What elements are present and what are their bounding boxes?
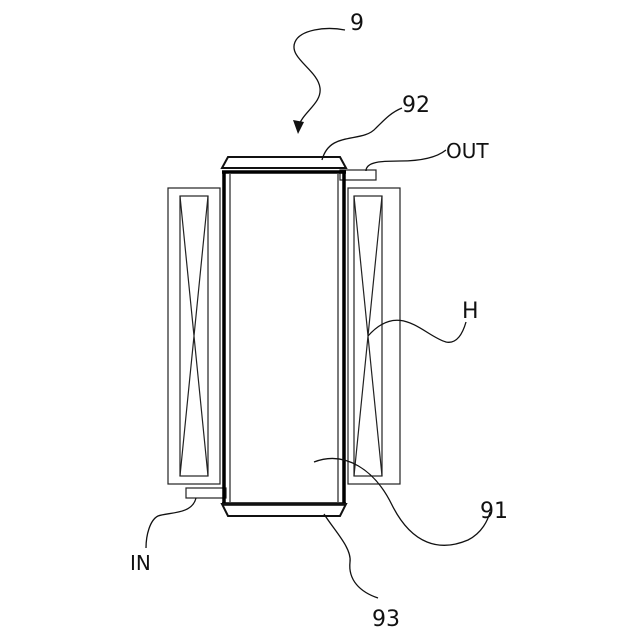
leader-outlet <box>366 150 446 171</box>
leader-heater <box>368 320 466 342</box>
leader-lines <box>146 29 490 599</box>
inlet-pipe <box>186 488 226 498</box>
label-body: 91 <box>480 499 508 524</box>
leader-device <box>294 29 345 129</box>
heater-right <box>348 188 400 484</box>
label-heater: H <box>462 299 479 324</box>
leader-inlet <box>146 498 196 548</box>
label-inlet: IN <box>130 551 151 575</box>
cylinder-body <box>222 168 346 504</box>
label-bottom-cap: 93 <box>372 607 400 632</box>
bottom-cap <box>222 504 346 516</box>
leader-body <box>314 459 490 546</box>
heater-left <box>168 188 220 484</box>
leader-bottom-cap <box>324 514 378 598</box>
top-cap <box>222 157 346 168</box>
leader-top-cap <box>322 108 402 160</box>
arrowhead-device <box>293 120 304 134</box>
label-outlet: OUT <box>446 139 489 163</box>
label-device: 9 <box>350 11 364 36</box>
label-top-cap: 92 <box>402 93 430 118</box>
